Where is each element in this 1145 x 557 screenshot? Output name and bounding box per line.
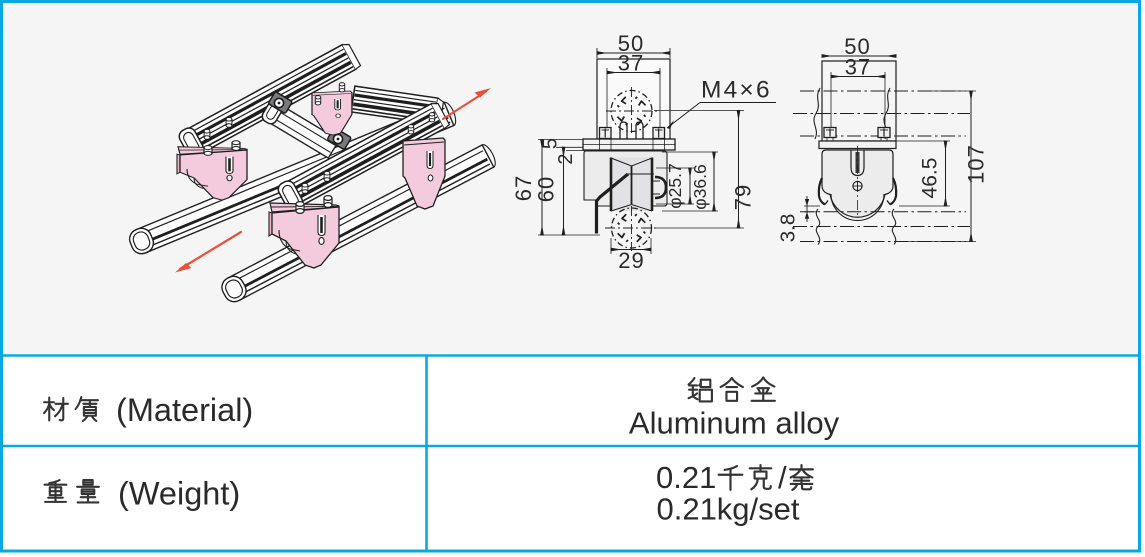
- svg-text:Aluminum alloy: Aluminum alloy: [629, 406, 840, 441]
- svg-text:79: 79: [731, 184, 756, 210]
- svg-text:φ25.7: φ25.7: [665, 163, 685, 208]
- svg-text:37: 37: [845, 55, 871, 80]
- svg-text:60: 60: [534, 176, 559, 202]
- svg-text:φ36.6: φ36.6: [690, 164, 710, 209]
- svg-text:5: 5: [540, 138, 562, 149]
- svg-text:37: 37: [618, 51, 644, 76]
- svg-text:50: 50: [618, 31, 644, 56]
- svg-text:0.21kg/set: 0.21kg/set: [656, 492, 799, 527]
- svg-text:/: /: [778, 460, 787, 495]
- svg-text:107: 107: [964, 144, 989, 184]
- svg-text:50: 50: [844, 34, 870, 59]
- svg-text:67: 67: [511, 175, 536, 201]
- svg-text:3.8: 3.8: [777, 214, 800, 243]
- svg-text:(Material): (Material): [116, 392, 253, 428]
- svg-text:0.21: 0.21: [656, 460, 716, 495]
- svg-text:2: 2: [555, 153, 577, 164]
- svg-text:M4×6: M4×6: [701, 77, 772, 104]
- svg-text:46.5: 46.5: [919, 158, 942, 199]
- svg-text:(Weight): (Weight): [118, 476, 240, 512]
- svg-text:29: 29: [618, 248, 644, 273]
